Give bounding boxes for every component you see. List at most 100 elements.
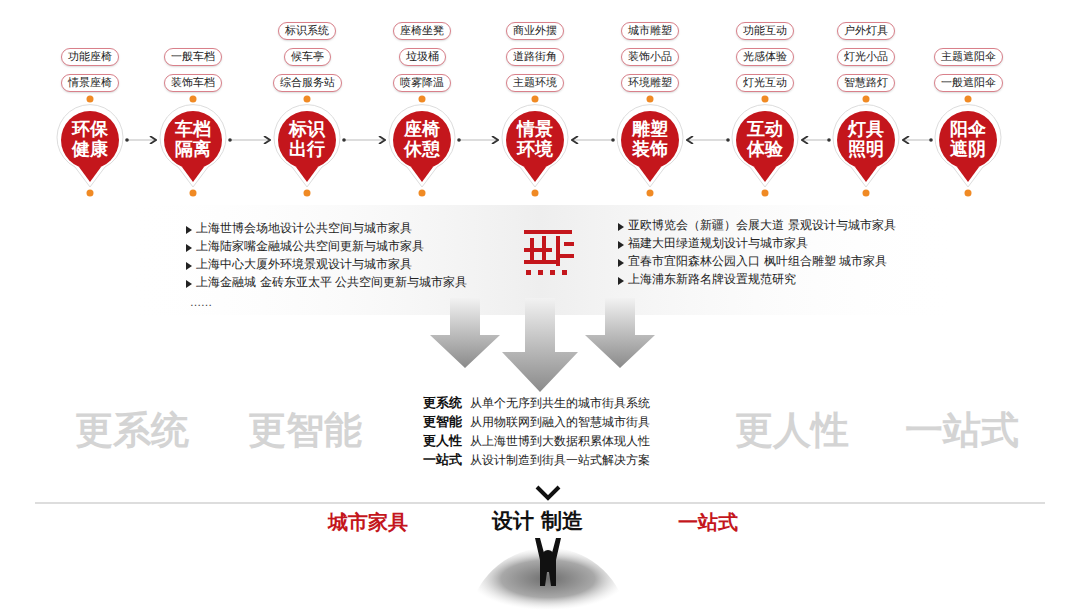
feature-term: 更智能 [423,414,462,430]
item-pill: 灯光互动 [736,74,794,92]
item-pill: 商业外摆 [506,22,564,40]
item-pill: 一般遮阳伞 [934,74,1003,92]
pill-text: 垃圾桶 [406,50,439,63]
bottom-title: 一站式 [678,510,738,534]
down-arrows [430,298,655,392]
pill-text: 情景座椅 [68,76,112,89]
feature-desc: 从上海世博到大数据积累体现人性 [470,434,650,448]
category-badge: 灯具照明 [833,107,899,193]
item-pill: 功能座椅 [61,48,119,66]
project-item: 亚欧博览会（新疆）会展大道 景观设计与城市家具 [617,219,896,233]
pill-text: 座椅坐凳 [400,24,444,37]
watermark-word: 一站式 [905,408,1019,454]
flow-arrow [687,138,730,142]
project-item: 上海金融城 金砖东亚太平 公共空间更新与城市家具 [185,276,467,290]
feature-term: 更系统 [423,395,462,411]
badge-text: 车档隔离 [173,119,213,159]
category-badge: 情景环境 [502,107,568,193]
pill-text: 喷雾降温 [400,76,444,89]
feature-term: 一站式 [423,452,462,468]
feature-desc: 从用物联网到融入的智慧城市街具 [470,415,650,429]
flow-arrow [572,138,615,142]
pill-text: 灯光小品 [844,50,888,63]
watermark-word: 更系统 [75,408,189,454]
badge-text: 雕塑装饰 [630,119,670,159]
item-pill: 主题环境 [506,74,564,92]
item-pill: 喷雾降温 [393,74,451,92]
badge-text: 标识出行 [287,119,327,159]
pill-text: 功能互动 [743,24,787,37]
item-pill: 主题遮阳伞 [934,48,1003,66]
item-pill: 光感体验 [736,48,794,66]
flow-arrow [903,138,933,142]
item-pill: 功能互动 [736,22,794,40]
badge-text: 情景环境 [515,119,555,159]
pill-text: 户外灯具 [844,24,888,37]
pill-text: 综合服务站 [280,76,335,89]
bottom-title: 设计 制造 [492,509,583,534]
project-item: 福建大田绿道规划设计与城市家具 [617,237,808,251]
category-badge: 环保健康 [57,107,123,193]
pill-text: 灯光互动 [743,76,787,89]
pill-text: 装饰小品 [628,50,672,63]
item-pill: 座椅坐凳 [393,22,451,40]
badge-text: 环保健康 [70,119,110,159]
item-pill: 综合服务站 [273,74,342,92]
item-pill: 智慧路灯 [837,74,895,92]
item-pill: 标识系统 [278,22,336,40]
pill-text: 道路街角 [513,50,557,63]
flow-arrow [802,138,831,142]
chevron [537,487,559,498]
pill-text: 装饰车档 [171,76,215,89]
badge-text: 座椅休憩 [402,119,442,159]
category-badge: 雕塑装饰 [617,107,683,193]
pill-text: 候车亭 [291,50,324,63]
pill-text: 一般车档 [171,50,215,63]
category-badge: 车档隔离 [160,107,226,193]
category-badge: 标识出行 [274,107,340,193]
feature-desc: 从单个无序到共生的城市街具系统 [470,396,650,410]
pill-text: 标识系统 [285,24,329,37]
pill-text: 智慧路灯 [844,76,888,89]
pill-text: 商业外摆 [513,24,557,37]
feature-term: 更人性 [423,433,462,449]
logo [524,230,574,275]
project-item: 宜春市宜阳森林公园入口 枫叶组合雕塑 城市家具 [617,255,887,269]
pill-text: 功能座椅 [68,50,112,63]
badge-text: 灯具照明 [846,119,886,159]
watermark-word: 更人性 [735,408,849,454]
ellipsis: …… [190,296,212,309]
project-item: 上海中心大厦外环境景观设计与城市家具 [185,258,412,272]
feature-desc: 从设计制造到街具一站式解决方案 [470,453,650,467]
item-pill: 户外灯具 [837,22,895,40]
person-icon [535,538,561,586]
project-item: 上海浦东新路名牌设置规范研究 [617,273,796,287]
item-pill: 装饰车档 [164,74,222,92]
flow-arrow [457,138,498,142]
badge-text: 阳伞遮阴 [948,119,988,159]
pill-text: 光感体验 [743,50,787,63]
category-badge: 座椅休憩 [389,107,455,193]
flow-arrow [125,138,156,142]
item-pill: 城市雕塑 [621,22,679,40]
pill-text: 主题遮阳伞 [941,50,996,63]
item-pill: 垃圾桶 [399,48,446,66]
item-pill: 道路街角 [506,48,564,66]
badge-text: 互动体验 [745,119,785,159]
watermark-word: 更智能 [248,408,362,454]
item-pill: 候车亭 [284,48,331,66]
project-item: 上海陆家嘴金融城公共空间更新与城市家具 [185,240,424,254]
item-pill: 环境雕塑 [621,74,679,92]
category-badge: 阳伞遮阴 [935,107,1001,193]
pill-text: 城市雕塑 [628,24,672,37]
pill-text: 主题环境 [513,76,557,89]
flow-arrow [342,138,385,142]
category-badge: 互动体验 [732,107,798,193]
divider [35,503,1045,504]
pill-text: 一般遮阳伞 [941,76,996,89]
project-item: 上海世博会场地设计公共空间与城市家具 [185,222,412,236]
item-pill: 情景座椅 [61,74,119,92]
flow-arrow [228,138,270,142]
item-pill: 装饰小品 [621,48,679,66]
